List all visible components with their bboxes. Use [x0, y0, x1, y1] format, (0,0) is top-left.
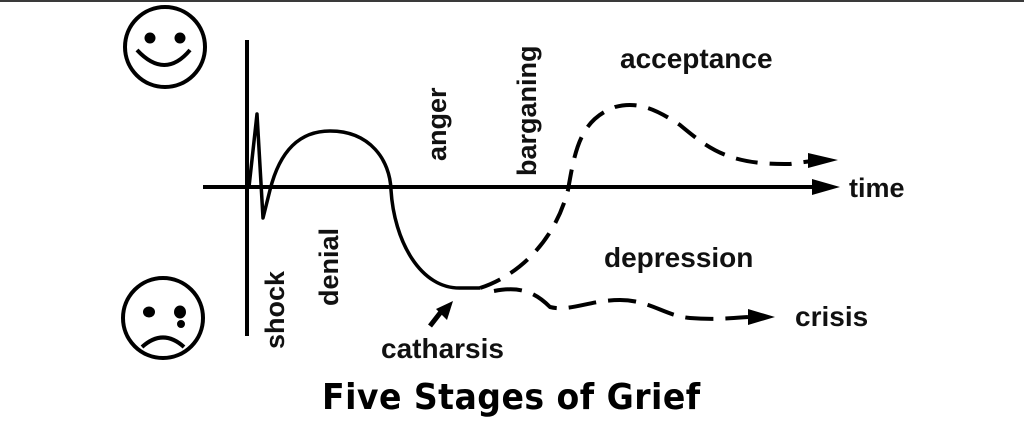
top-border	[0, 0, 1024, 2]
label-bargaining: barganing	[512, 45, 542, 176]
crisis-curve-dashed	[493, 287, 749, 321]
sad-face-icon	[121, 276, 205, 360]
grief-curve-solid	[247, 112, 480, 290]
time-axis	[203, 179, 840, 195]
label-shock: shock	[260, 270, 290, 349]
crisis-arrowhead	[748, 309, 775, 325]
label-anger: anger	[422, 87, 452, 161]
label-acceptance: acceptance	[620, 43, 773, 74]
diagram-title: Five Stages of Grief	[322, 377, 701, 418]
label-time: time	[849, 173, 905, 203]
label-catharsis: catharsis	[381, 333, 504, 364]
acceptance-arrowhead	[808, 153, 838, 168]
recovery-curve-dashed	[479, 102, 813, 290]
label-depression: depression	[604, 242, 754, 273]
catharsis-arrow-icon	[428, 301, 453, 328]
label-crisis: crisis	[795, 301, 869, 332]
label-denial: denial	[314, 227, 344, 306]
happy-face-icon	[123, 5, 207, 89]
